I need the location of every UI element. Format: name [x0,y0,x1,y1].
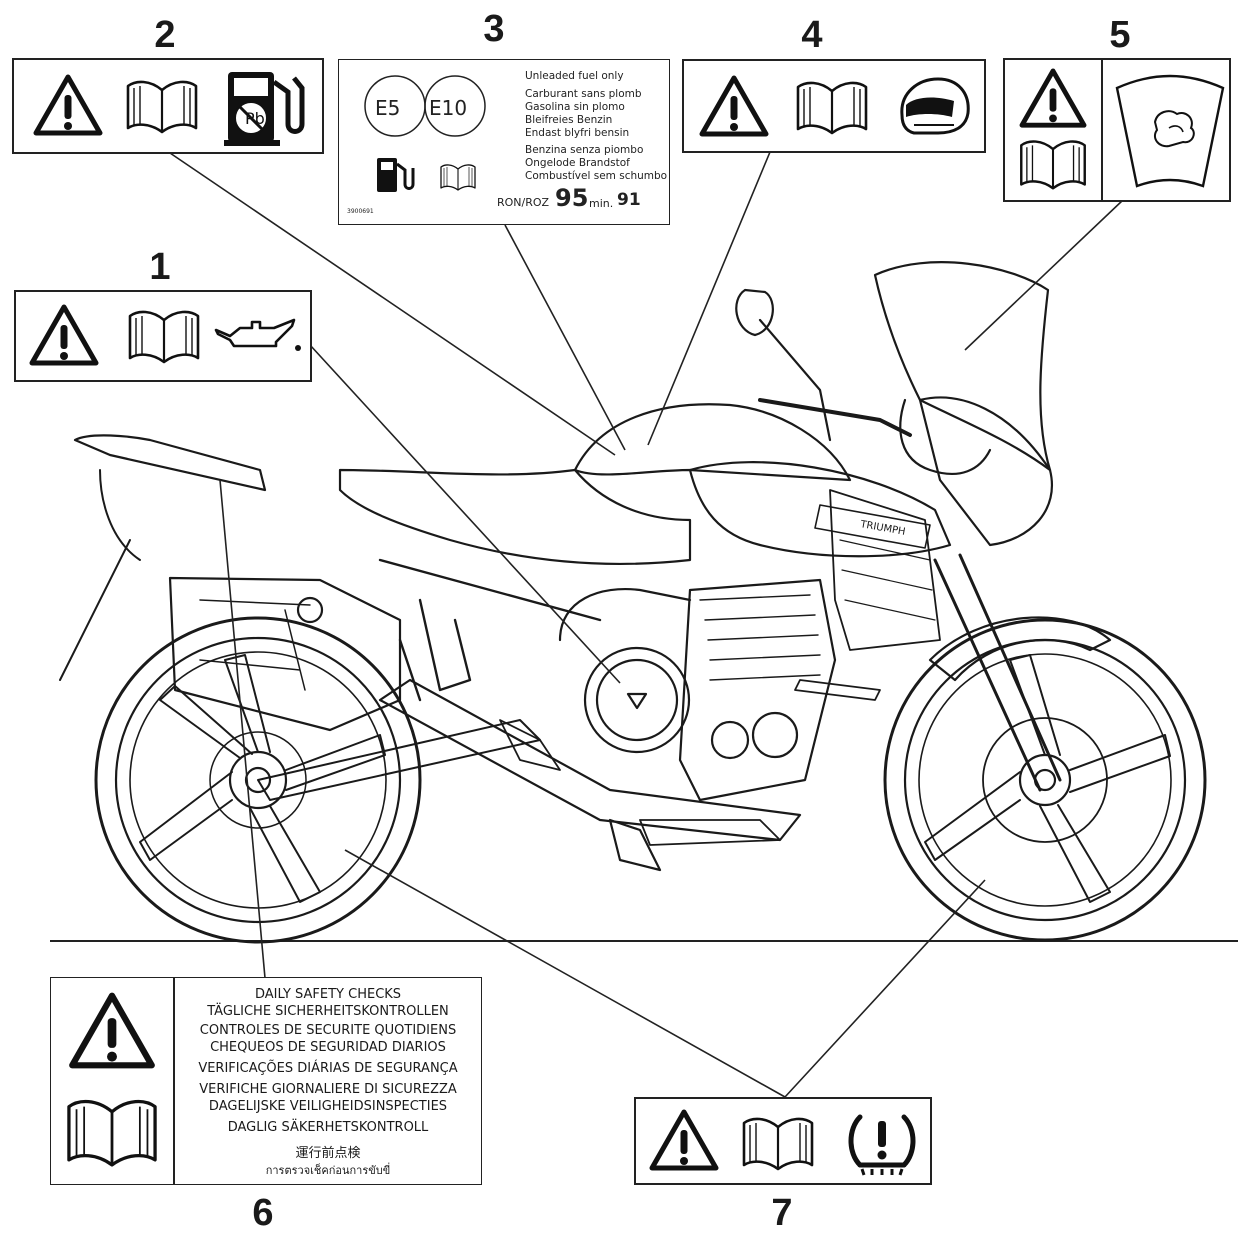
manual-book-icon [440,164,476,191]
brand-badge: TRIUMPH [858,519,906,538]
label-7 [634,1097,932,1185]
safety-check-line: CHEQUEOS DE SEGURIDAD DIARIOS [210,1040,446,1055]
callout-number-2: 2 [154,14,176,56]
safety-check-line: VERIFICAÇÕES DIÁRIAS DE SEGURANÇA [198,1061,458,1076]
safety-check-line: VERIFICHE GIORNALIERE DI SICUREZZA [199,1082,457,1097]
callout-number-1: 1 [149,246,171,288]
safety-check-line: DAGLIG SÄKERHETSKONTROLL [227,1120,429,1135]
callout-number-7: 7 [771,1192,793,1234]
leader-line-7b [784,879,986,1098]
svg-text:Pb: Pb [245,109,265,128]
safety-check-line: DAILY SAFETY CHECKS [254,987,402,1002]
manual-book-icon [67,1099,157,1167]
label-6-safety-checks: DAILY SAFETY CHECKS TÄGLICHE SICHERHEITS… [50,977,482,1185]
fuel-line: Unleaded fuel only [525,70,624,82]
manual-book-icon [1020,140,1086,190]
leader-line-4 [647,151,771,446]
callout-number-3: 3 [483,8,505,50]
fuel-line: Bleifreies Benzin [525,114,613,126]
fuel-line: Combustível sem schumbo [525,170,668,182]
label-2: Pb [12,58,324,154]
fuel-grade-e5: E5 [375,96,401,120]
warning-icon [28,304,100,370]
octane-label: RON/ROZ [497,196,550,209]
part-number: 3900691 [347,208,374,215]
octane-min-value: 91 [617,190,641,210]
callout-number-6: 6 [252,1192,274,1234]
safety-check-line: 運行前点検 [295,1146,361,1161]
oil-can-icon [214,318,301,351]
octane-min-label: min. [589,197,614,210]
warning-icon [648,1109,720,1175]
fuel-line: Endast blyfri bensin [525,127,630,139]
fuel-grade-circles [364,75,486,137]
safety-check-line: การตรวจเช็คก่อนการขับขี่ [265,1164,391,1177]
leader-line-2 [169,152,616,456]
fuel-line: Carburant sans plomb [525,88,642,100]
leader-line-7a [344,849,786,1098]
manual-book-icon [796,81,868,135]
manual-book-icon [126,80,198,134]
warning-icon [32,74,104,140]
windscreen-cleaning-icon [1115,74,1225,188]
warning-icon [67,992,157,1074]
octane-value: 95 [555,184,589,212]
leader-line-5 [964,199,1124,351]
leader-line-1 [309,344,621,684]
label-4 [682,59,986,153]
label-5 [1003,58,1231,202]
callout-number-5: 5 [1109,14,1131,56]
fuel-pump-icon [377,158,415,192]
warning-icon [698,75,770,141]
helmet-icon [900,77,970,135]
label-1 [14,290,312,382]
fuel-line: Benzina senza piombo [525,144,644,156]
fuel-line: Gasolina sin plomo [525,101,625,113]
safety-check-line: TÄGLICHE SICHERHEITSKONTROLLEN [207,1004,449,1019]
motorcycle-drawing: TRIUMPH [59,261,1207,944]
safety-check-line: DAGELIJSKE VEILIGHEIDSINSPECTIES [208,1099,448,1114]
leader-line-3 [504,224,626,451]
tyre-pressure-icon [848,1114,916,1176]
label-3-fuel: E5 E10 3900691 Unleaded fuel only Carbur… [338,59,670,225]
leader-lines [169,151,1124,1098]
callout-number-4: 4 [801,14,823,56]
fuel-grade-e10: E10 [429,96,468,120]
safety-check-line: CONTROLES DE SECURITE QUOTIDIENS [199,1023,457,1038]
leader-line-6 [219,479,266,979]
manual-book-icon [128,310,200,364]
manual-book-icon [742,1117,814,1171]
label-divider [173,978,175,1184]
label-divider [1101,60,1103,202]
fuel-line: Ongelode Brandstof [525,157,630,169]
fuel-pump-no-lead-icon: Pb [224,72,305,146]
warning-icon [1017,68,1089,132]
